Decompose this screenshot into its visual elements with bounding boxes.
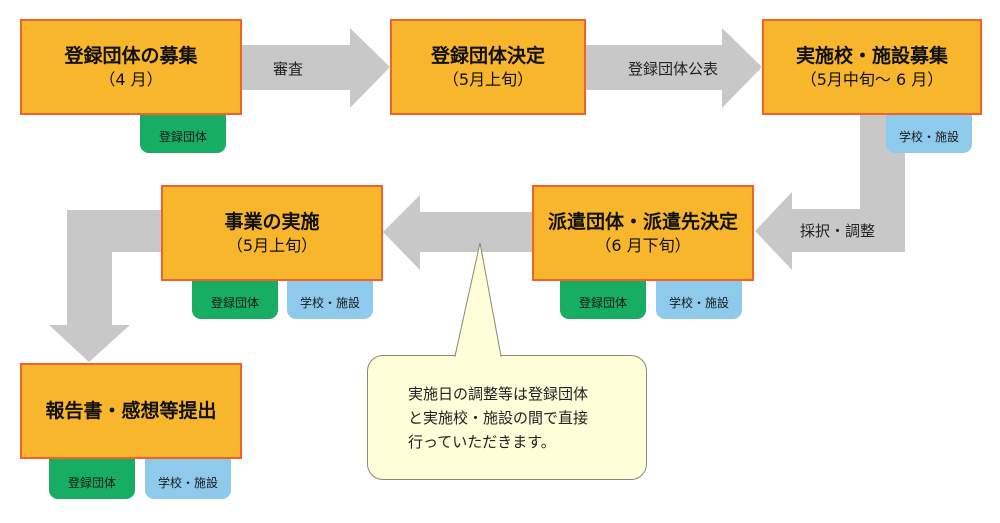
tag-school-facility: 学校・施設 bbox=[886, 113, 972, 153]
step-period: （5月上旬） bbox=[442, 70, 534, 89]
step-title: 登録団体決定 bbox=[430, 45, 545, 67]
arrow-announce bbox=[586, 28, 762, 108]
step-recruit-schools: 実施校・施設募集 （5月中旬～ 6 月） bbox=[762, 19, 982, 115]
step-period: （5月上旬） bbox=[226, 236, 318, 255]
step-title: 報告書・感想等提出 bbox=[45, 400, 217, 422]
tag-registered-org: 登録団体 bbox=[560, 279, 646, 319]
tag-registered-org: 登録団体 bbox=[140, 113, 226, 153]
arrow-label-announce: 登録団体公表 bbox=[628, 60, 719, 78]
step-implementation: 事業の実施 （5月上旬） bbox=[161, 185, 383, 281]
arrow-label-review: 審査 bbox=[273, 60, 304, 78]
tag-registered-org: 登録団体 bbox=[49, 459, 135, 499]
tag-school-facility: 学校・施設 bbox=[287, 279, 373, 319]
note-callout: 実施日の調整等は登録団体 と実施校・施設の間で直接 行っていただきます。 bbox=[367, 355, 647, 480]
step-dispatch-decided: 派遣団体・派遣先決定 （6 月下旬） bbox=[532, 185, 754, 281]
step-title: 実施校・施設募集 bbox=[795, 45, 948, 67]
arrow-review bbox=[242, 28, 390, 108]
tag-registered-org: 登録団体 bbox=[192, 279, 278, 319]
step-report-submission: 報告書・感想等提出 bbox=[20, 363, 242, 459]
step-period: （5月中旬～ 6 月） bbox=[800, 70, 944, 89]
step-title: 登録団体の募集 bbox=[64, 45, 198, 67]
arrow-to-implementation bbox=[383, 195, 532, 270]
tag-school-facility: 学校・施設 bbox=[656, 279, 742, 319]
step-recruit-orgs: 登録団体の募集 （4 月） bbox=[20, 19, 242, 115]
arrow-to-report bbox=[49, 210, 161, 362]
note-callout-text: 実施日の調整等は登録団体 と実施校・施設の間で直接 行っていただきます。 bbox=[408, 385, 589, 451]
step-title: 事業の実施 bbox=[224, 211, 320, 233]
arrow-label-selection-adjust: 採択・調整 bbox=[800, 222, 876, 240]
step-period: （6 月下旬） bbox=[595, 236, 691, 255]
step-orgs-decided: 登録団体決定 （5月上旬） bbox=[390, 19, 586, 115]
step-title: 派遣団体・派遣先決定 bbox=[547, 211, 738, 233]
arrow-selection-adjust bbox=[755, 115, 905, 270]
tag-school-facility: 学校・施設 bbox=[145, 459, 231, 499]
step-period: （4 月） bbox=[99, 70, 163, 89]
